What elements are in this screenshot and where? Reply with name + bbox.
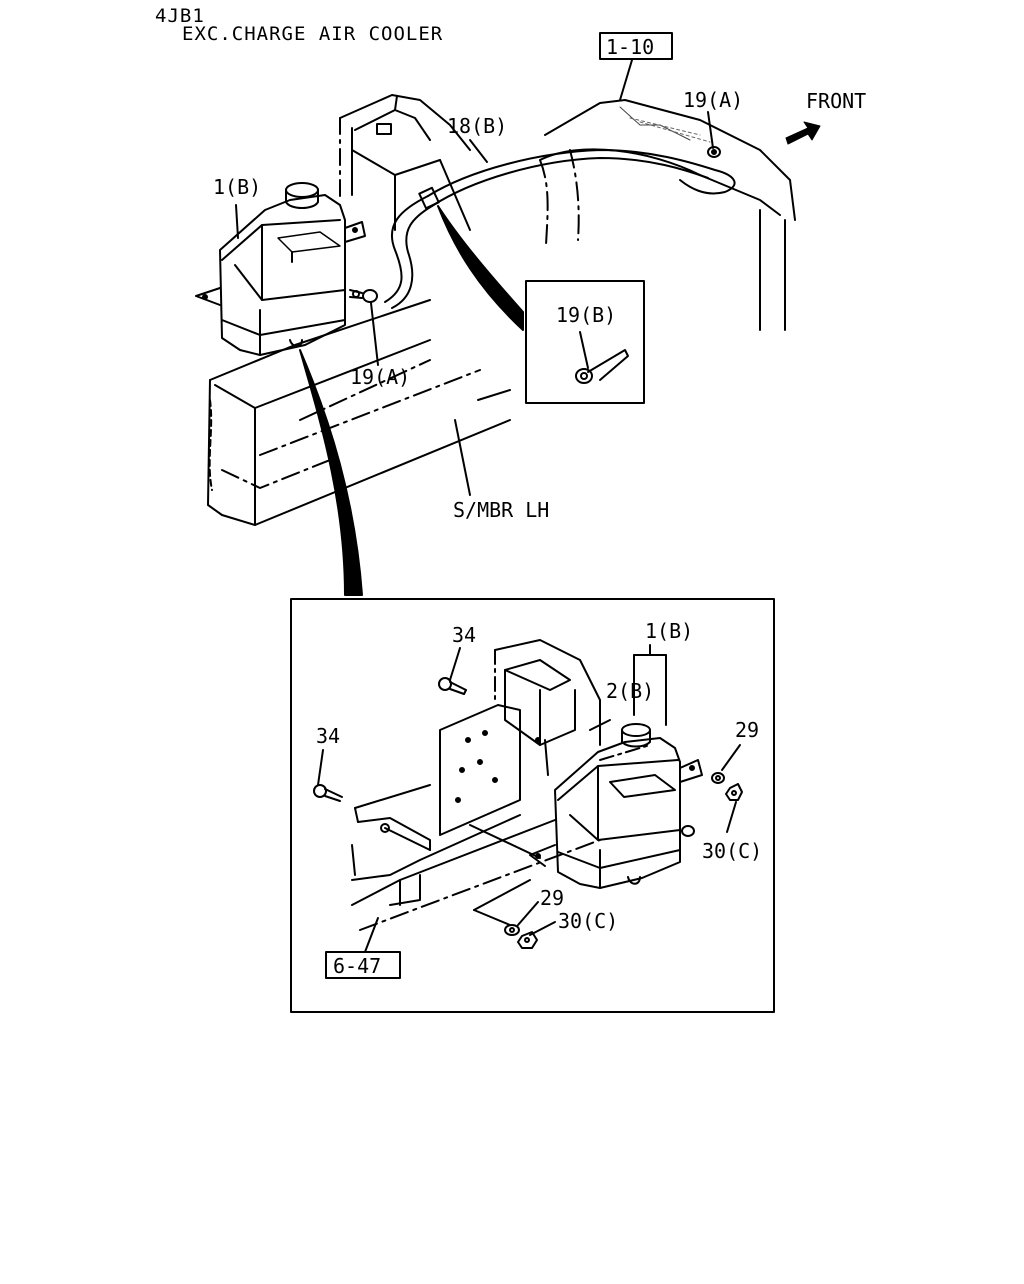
front-arrow: FRONT: [785, 89, 866, 145]
reference-box-6-47[interactable]: 6-47: [325, 917, 401, 979]
bolt-34-lower: 34: [313, 724, 343, 802]
svg-text:19(B): 19(B): [556, 303, 616, 327]
clamp-19a-top: 19(A): [683, 88, 743, 158]
clamp-19a-tank: 19(A): [349, 289, 410, 389]
reservoir-tank-detail: [529, 723, 703, 889]
variant-note: EXC.CHARGE AIR COOLER: [182, 23, 443, 45]
tank-label: 1(B): [213, 175, 261, 199]
engine-code: 4JB1: [155, 5, 205, 27]
svg-text:19(A): 19(A): [350, 365, 410, 389]
fasteners-right: 29 30(C): [702, 718, 762, 863]
tank-callout-detail: 1(B) 2(B): [606, 619, 693, 726]
bolt-34-upper: 34: [438, 623, 476, 695]
cap-label: 2(B): [606, 679, 654, 703]
nut-right-label: 30(C): [702, 839, 762, 863]
svg-text:1-10: 1-10: [606, 35, 654, 59]
svg-text:34: 34: [316, 724, 340, 748]
detail-pointer-large: [299, 349, 363, 596]
reference-box-1-10[interactable]: 1-10: [599, 32, 673, 60]
detail-box-mounting: [290, 598, 775, 1013]
mounting-bracket: [351, 639, 651, 931]
svg-text:6-47: 6-47: [333, 954, 381, 978]
reservoir-tank-upper: 1(B): [195, 175, 366, 356]
svg-text:1(B): 1(B): [645, 619, 693, 643]
detail-box-19b[interactable]: 19(B): [525, 280, 645, 404]
fasteners-lower: 29 30(C): [473, 879, 618, 949]
svg-text:19(A): 19(A): [683, 88, 743, 112]
side-member-label: S/MBR LH: [453, 498, 549, 522]
washer-lower-label: 29: [540, 886, 564, 910]
washer-right-label: 29: [735, 718, 759, 742]
overflow-hose: 18(B): [384, 114, 736, 309]
front-label: FRONT: [806, 89, 866, 113]
nut-lower-label: 30(C): [558, 909, 618, 933]
svg-text:34: 34: [452, 623, 476, 647]
hose-label: 18(B): [447, 114, 507, 138]
detail-pointer: [437, 205, 524, 331]
